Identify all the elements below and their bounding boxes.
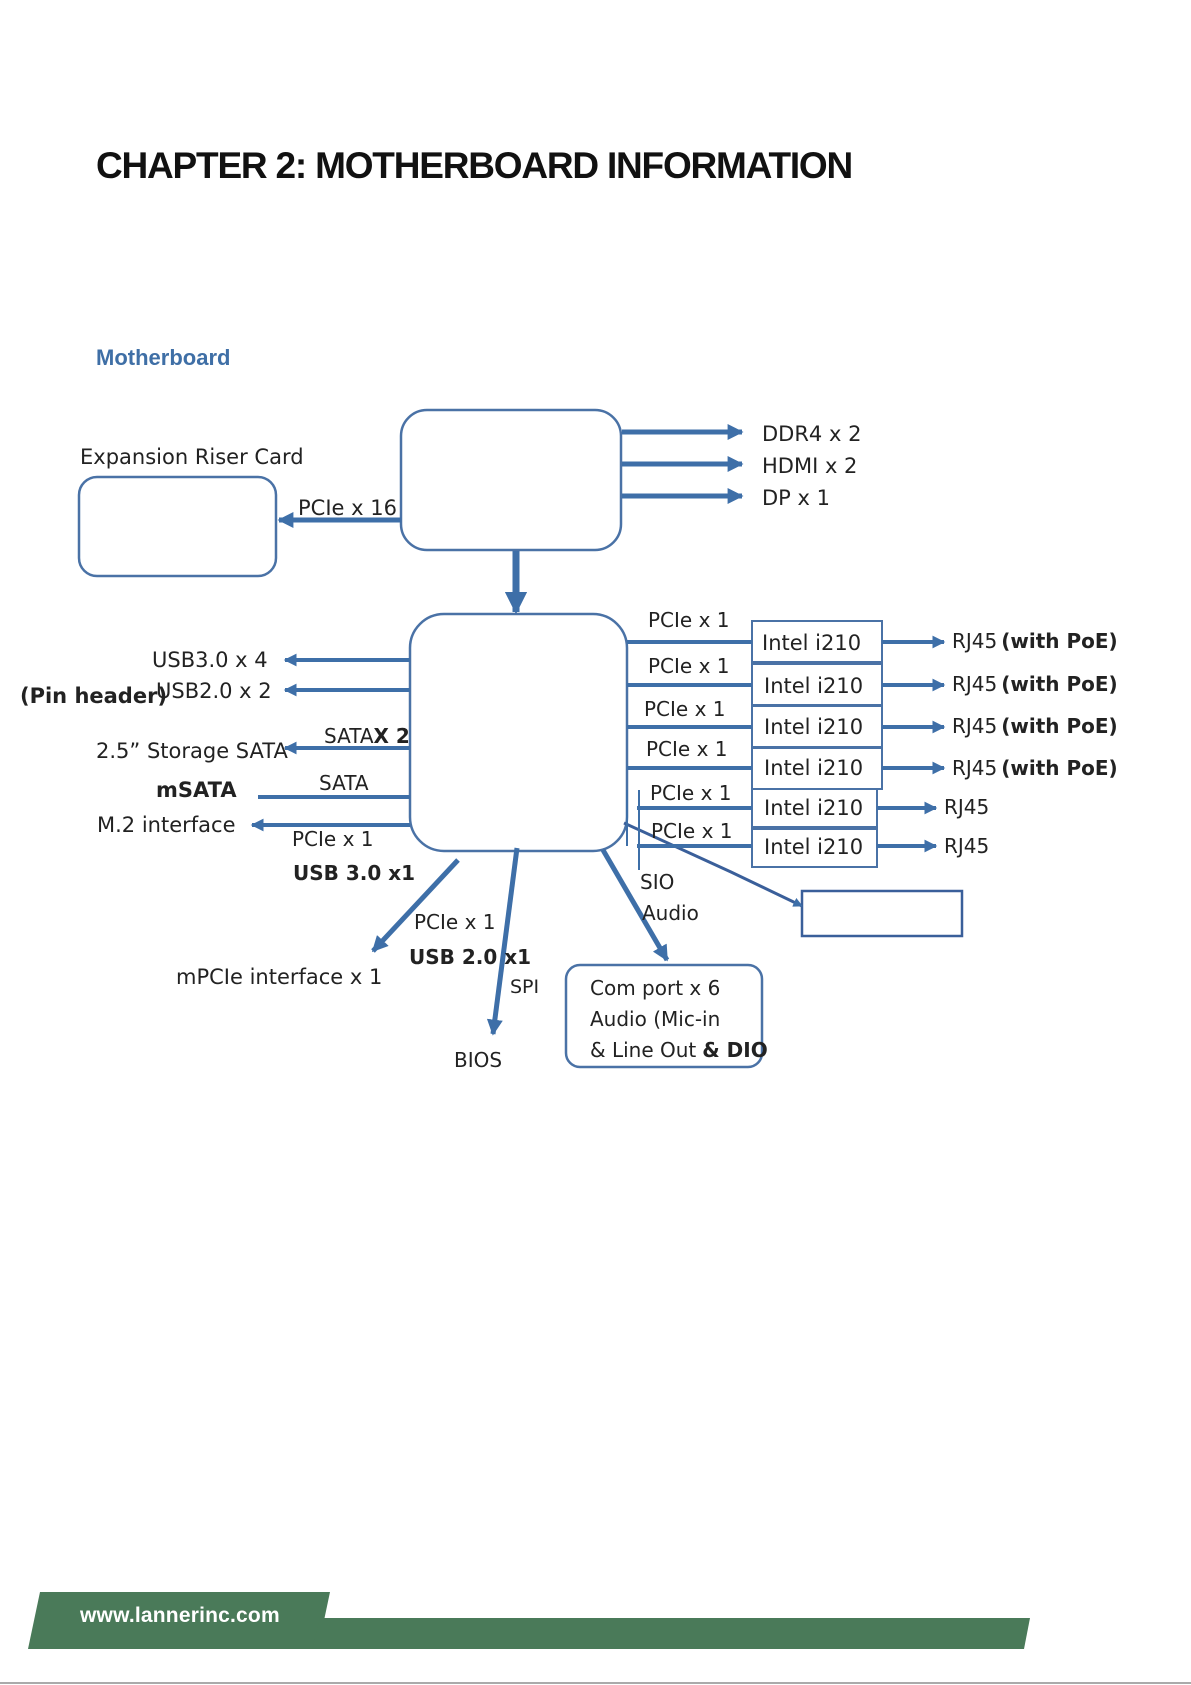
hdmi-label: HDMI x 2 (762, 454, 857, 478)
sio-box (564, 963, 764, 1069)
lan-pcie-label: PCIe x 1 (651, 819, 733, 843)
bottom-pcie-label: PCIe x 1 (414, 910, 496, 934)
callout-box (800, 889, 964, 938)
footer-url[interactable]: www.lannerinc.com (80, 1604, 280, 1627)
rj45-text: RJ45 (952, 714, 997, 738)
rj45-labels: RJ45(with PoE) RJ45(with PoE) RJ45(with … (944, 629, 1118, 858)
lan-chip-label: Intel i210 (764, 835, 863, 859)
lan-chip-boxes (751, 620, 883, 868)
lan-chip-label: Intel i210 (764, 756, 863, 780)
poe-text: (with PoE) (1001, 629, 1117, 653)
sio-box-line: Audio (Mic-in (590, 1007, 720, 1031)
spi-label: SPI (510, 976, 539, 998)
audio-label: Audio (642, 901, 699, 925)
rj45-label: RJ45 (944, 834, 989, 858)
pch-box (408, 612, 629, 853)
mpcie-arrow (371, 858, 460, 953)
lan-pcie-labels: PCIe x 1 PCIe x 1 PCIe x 1 PCIe x 1 PCIe… (644, 608, 733, 843)
riser-card-box (77, 475, 278, 578)
lan-pcie-label: PCIe x 1 (648, 608, 730, 632)
spi-arrow (486, 847, 520, 1036)
lan-chip-labels: Intel i210 Intel i210 Intel i210 Intel i… (762, 631, 863, 859)
lan-chip-label: Intel i210 (762, 631, 861, 655)
rj45-label: RJ45 (944, 795, 989, 819)
lan-chip-box (751, 828, 878, 868)
pin-header-label: (Pin header) (20, 684, 167, 708)
riser-card-title: Expansion Riser Card (80, 445, 304, 469)
mpcie-label: mPCIe interface x 1 (176, 965, 382, 989)
sata-label: SATA (319, 771, 369, 795)
sio-arrow (600, 848, 670, 962)
usb3-label: USB3.0 x 4 (152, 648, 268, 672)
rj45-poe-label: RJ45(with PoE) (952, 756, 1118, 780)
lan-chip-label: Intel i210 (764, 674, 863, 698)
chapter-title: CHAPTER 2: MOTHERBOARD INFORMATION (96, 145, 853, 186)
connector-arrows (250, 423, 946, 1036)
rj45-text: RJ45 (952, 672, 997, 696)
ddr4-label: DDR4 x 2 (762, 422, 861, 446)
storage-sata-label: 2.5” Storage SATA (96, 739, 288, 763)
rj45-text: RJ45 (952, 756, 997, 780)
lan-pcie-label: PCIe x 1 (644, 697, 726, 721)
usb30-label: USB 3.0 x1 (293, 861, 415, 885)
sata-x2-label: SATAX 2 (324, 724, 410, 748)
lan-pcie-label: PCIe x 1 (650, 781, 732, 805)
pcie16-label: PCIe x 16 (298, 496, 397, 520)
m2-label: M.2 interface (97, 813, 236, 837)
lan-pcie-label: PCIe x 1 (648, 654, 730, 678)
lan-chip-box (751, 788, 878, 828)
poe-text: (with PoE) (1001, 714, 1117, 738)
sata-x2-sata: SATA (324, 724, 374, 748)
sio-label: SIO (640, 870, 674, 894)
poe-text: (with PoE) (1001, 672, 1117, 696)
bios-label: BIOS (454, 1048, 502, 1072)
sio-box-line-out: & Line Out (590, 1038, 696, 1062)
sata-x2-count: X 2 (374, 724, 410, 748)
callout-pointer (623, 821, 803, 908)
cpu-box (399, 408, 623, 552)
rj45-text: RJ45 (952, 629, 997, 653)
usb20-label: USB 2.0 x1 (409, 945, 531, 969)
sio-box-line: Com port x 6 (590, 976, 720, 1000)
lan-pcie-label: PCIe x 1 (646, 737, 728, 761)
section-title: Motherboard (96, 345, 231, 370)
poe-text: (with PoE) (1001, 756, 1117, 780)
rj45-poe-label: RJ45(with PoE) (952, 714, 1118, 738)
left-pcie-label: PCIe x 1 (292, 827, 374, 851)
msata-label: mSATA (156, 778, 237, 802)
rj45-poe-label: RJ45(with PoE) (952, 629, 1118, 653)
usb2-label: USB2.0 x 2 (156, 679, 272, 703)
sio-box-dio: & DIO (702, 1038, 767, 1062)
dp-label: DP x 1 (762, 486, 830, 510)
sio-box-line: & Line Out& DIO (590, 1038, 768, 1062)
lan-chip-label: Intel i210 (764, 796, 863, 820)
rj45-poe-label: RJ45(with PoE) (952, 672, 1118, 696)
lan-chip-label: Intel i210 (764, 715, 863, 739)
